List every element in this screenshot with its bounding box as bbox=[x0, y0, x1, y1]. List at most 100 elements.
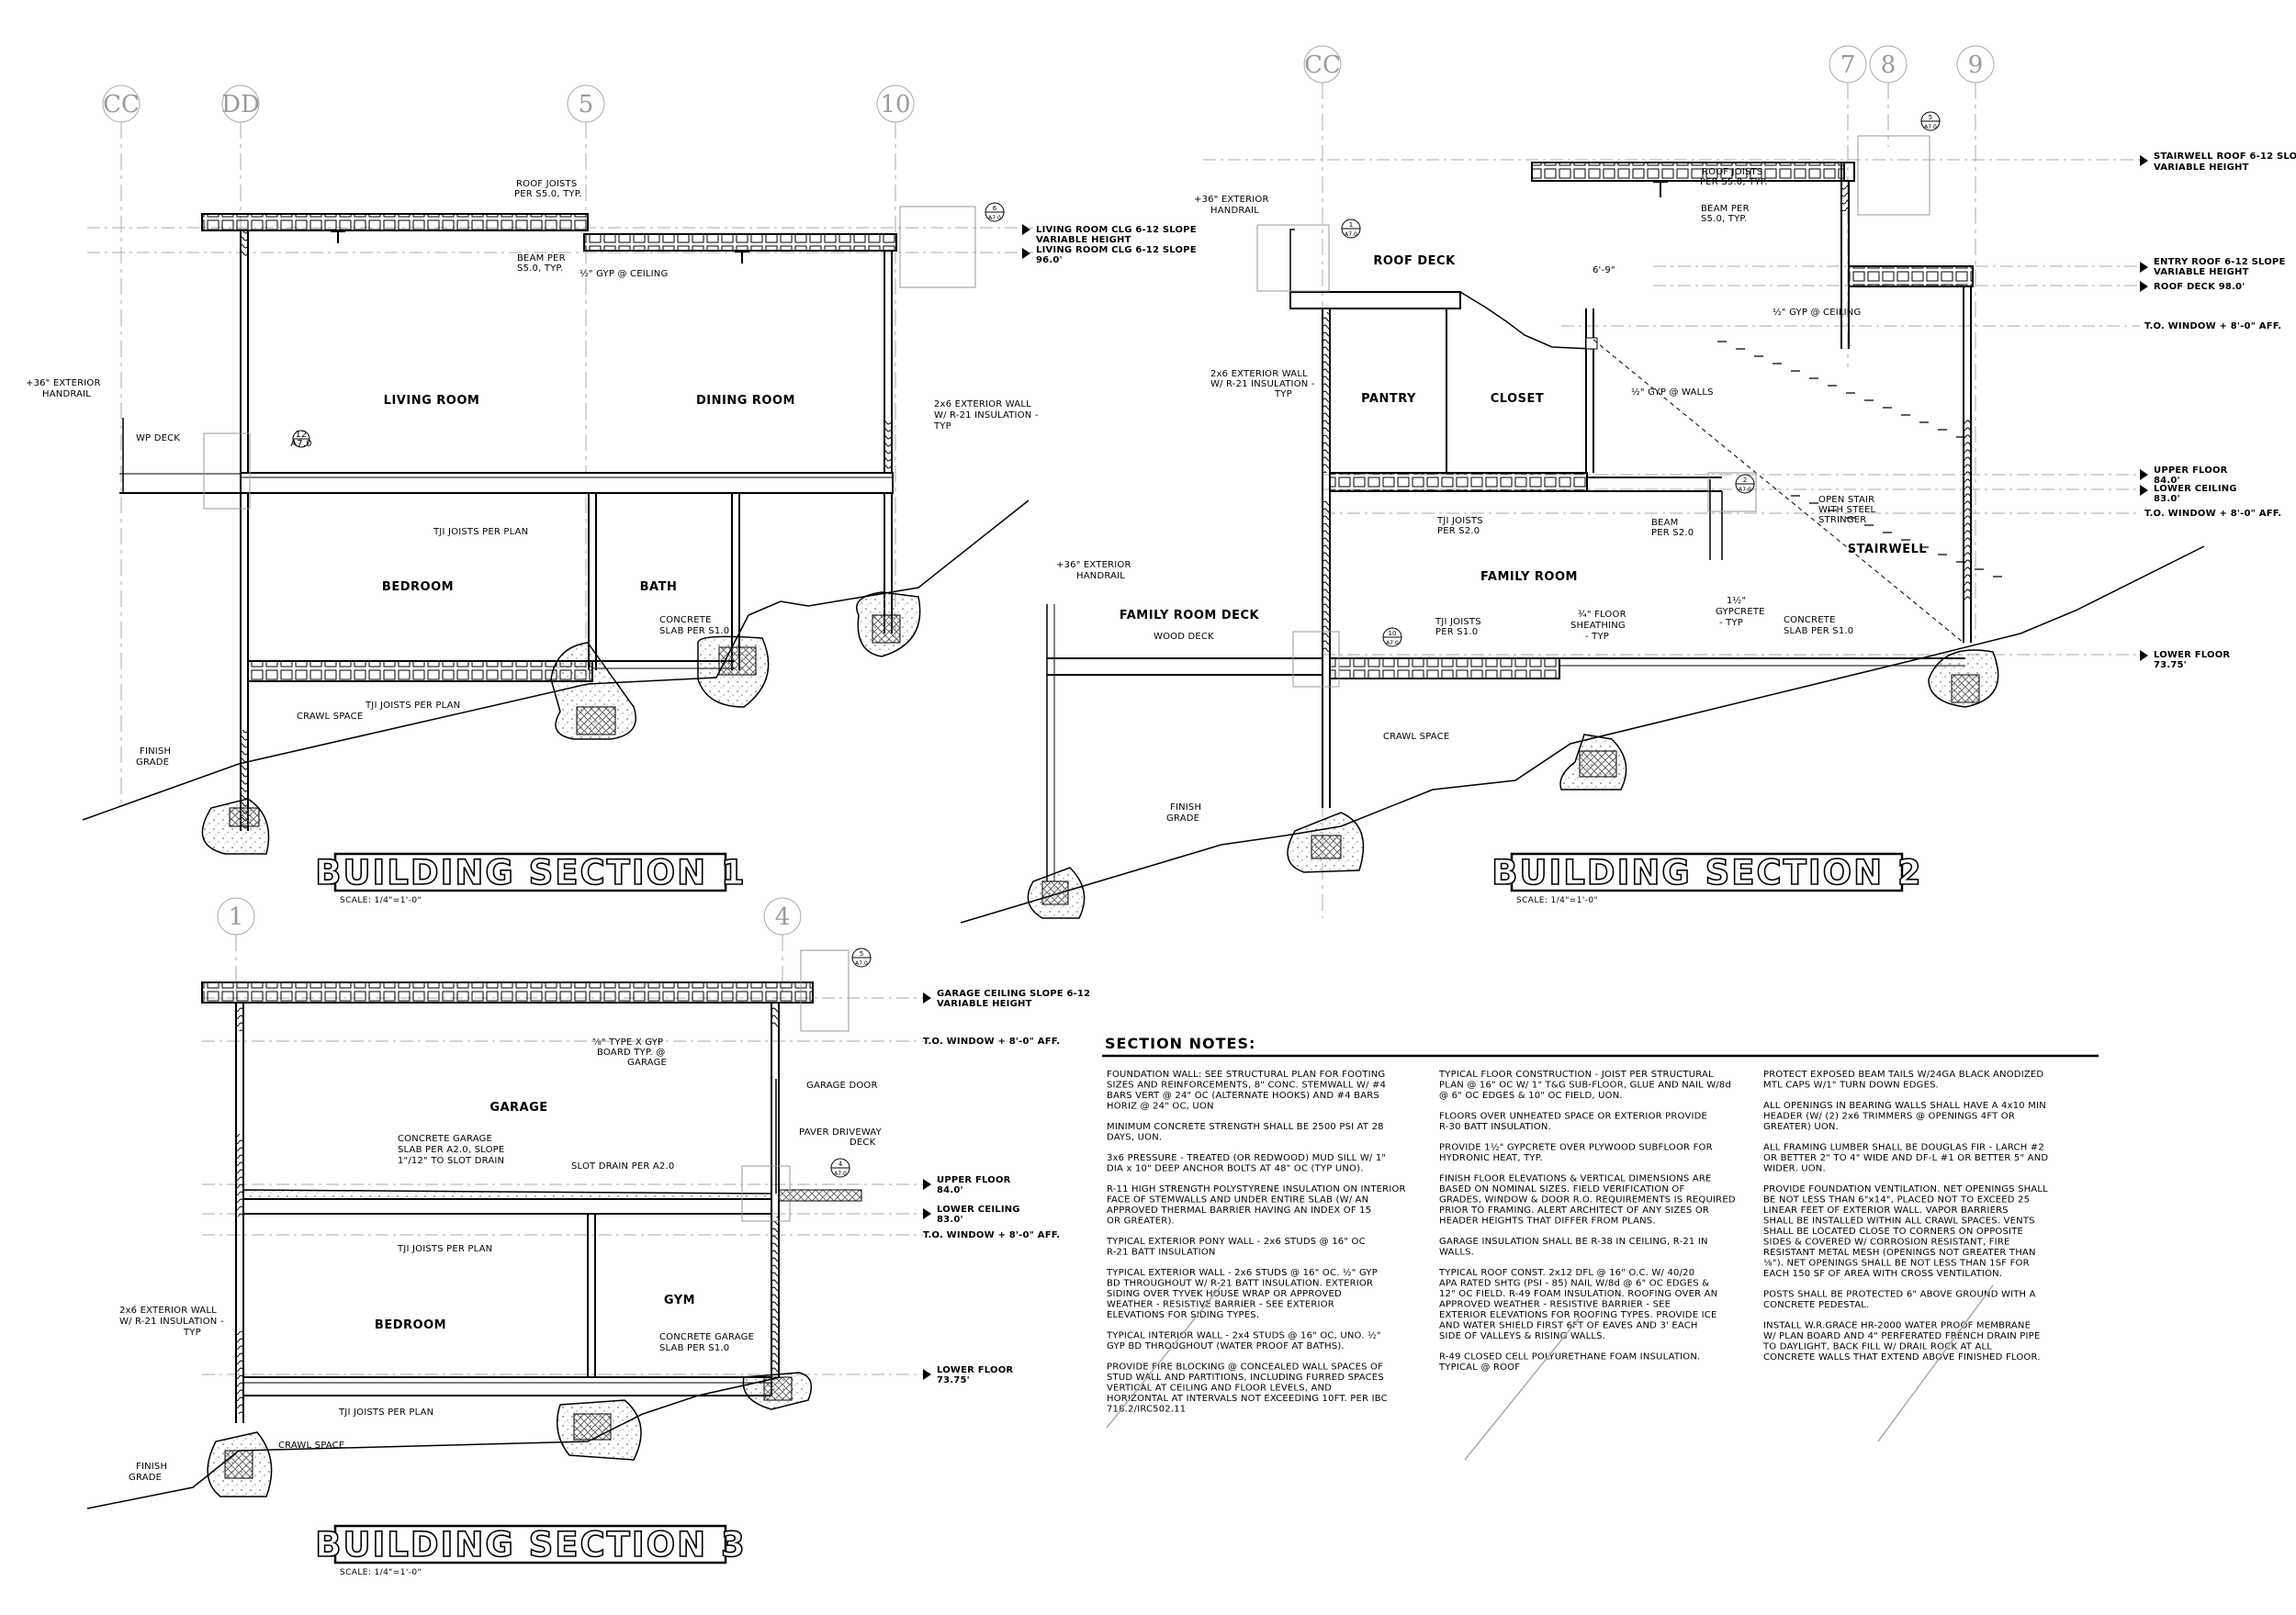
grid-bubble-4: 4 bbox=[775, 903, 791, 931]
note-ext-wall-2: W/ R-21 INSULATION - bbox=[119, 1317, 224, 1327]
elevation-markers-s3: GARAGE CEILING SLOPE 6-12 VARIABLE HEIGH… bbox=[923, 989, 1090, 1385]
detail-num: 5 bbox=[1929, 114, 1932, 121]
note-tji-lower: TJI JOISTS PER PLAN bbox=[365, 701, 460, 711]
note-line: APPROVED THERMAL BARRIER HAVING AN INDEX… bbox=[1107, 1206, 1371, 1216]
notes-column-1: FOUNDATION WALL: SEE STRUCTURAL PLAN FOR… bbox=[1106, 1070, 1406, 1415]
detail-callout-1: 1 A7.0 bbox=[1341, 219, 1361, 239]
grid-bubble-10: 10 bbox=[880, 91, 910, 118]
notes-column-2: TYPICAL FLOOR CONSTRUCTION - JOIST PER S… bbox=[1438, 1070, 1736, 1373]
note-crawl: CRAWL SPACE bbox=[278, 1441, 344, 1451]
title-box-s2 bbox=[1510, 852, 1904, 892]
note-line: EXTERIOR ELEVATIONS FOR ROOFING TYPES. P… bbox=[1439, 1310, 1716, 1320]
room-bedroom: BEDROOM bbox=[382, 580, 454, 594]
note-grade-2: GRADE bbox=[129, 1473, 162, 1483]
note-line: PROTECT EXPOSED BEAM TAILS W/24GA BLACK … bbox=[1763, 1070, 2043, 1080]
note-line: FACE OF STEMWALLS AND UNDER ENTIRE SLAB … bbox=[1107, 1195, 1368, 1206]
elev-label: LOWER FLOOR bbox=[937, 1365, 1013, 1375]
note-line: APPROVED WEATHER - RESISTIVE BARRIER - S… bbox=[1439, 1300, 1671, 1310]
title-box-s1 bbox=[333, 852, 727, 892]
note-ext-wall-2: W/ R-21 INSULATION - bbox=[1210, 379, 1315, 389]
note-tji: TJI JOISTS bbox=[1436, 516, 1483, 526]
note-grade-2: GRADE bbox=[1166, 813, 1199, 824]
elev-label: 84.0' bbox=[937, 1185, 963, 1195]
detail-sheet: A7.0 bbox=[834, 1171, 847, 1177]
note-line: OR GREATER). bbox=[1107, 1217, 1175, 1227]
note-crawl: CRAWL SPACE bbox=[1383, 732, 1449, 742]
detail-callout-5: 5 A7.0 bbox=[851, 948, 872, 968]
note-line: SHALL BE INSTALLED WITHIN ALL CRAWL SPAC… bbox=[1763, 1217, 2035, 1227]
note-beam-2: S5.0, TYP. bbox=[517, 264, 563, 274]
note-line: SHALL BE LOCATED CLOSE TO CORNERS ON OPP… bbox=[1763, 1227, 2023, 1237]
elev-label: T.O. WINDOW + 8'-0" AFF. bbox=[923, 1230, 1060, 1240]
note-line: TYPICAL ROOF CONST. 2x12 DFL @ 16" O.C. … bbox=[1438, 1268, 1694, 1278]
note-wood-deck: WOOD DECK bbox=[1154, 632, 1214, 642]
footings-s2 bbox=[1027, 649, 1999, 919]
note-handrail-b: +36" EXTERIOR bbox=[1056, 560, 1131, 570]
note-line: @ 6" OC EDGES & 10" OC FIELD, UON. bbox=[1439, 1091, 1623, 1101]
note-line: APA RATED SHTG (PSI - 85) NAIL W/8d @ 6"… bbox=[1439, 1279, 1709, 1289]
note-grade: FINISH bbox=[136, 1462, 167, 1472]
note-line: TYPICAL INTERIOR WALL - 2x4 STUDS @ 16" … bbox=[1106, 1330, 1381, 1341]
roof-joists-s1a bbox=[201, 213, 589, 231]
detail-sheet: A7.0 bbox=[1739, 487, 1751, 493]
note-line: GRADES, WINDOW & DOOR R.O. REQUIREMENTS … bbox=[1439, 1195, 1736, 1206]
detail-callout-5: 5 A7.0 bbox=[1920, 111, 1941, 131]
note-handrail-b-2: HANDRAIL bbox=[1076, 571, 1125, 581]
note-line: PROVIDE FIRE BLOCKING @ CONCEALED WALL S… bbox=[1107, 1363, 1383, 1373]
elev-label: T.O. WINDOW + 8'-0" AFF. bbox=[2144, 509, 2281, 519]
section-2: CC 7 8 9 bbox=[960, 45, 2296, 924]
note-handrail: +36" EXTERIOR bbox=[1194, 195, 1269, 205]
note-tji-upper: TJI JOISTS PER PLAN bbox=[433, 527, 528, 537]
lower-floor-s1 bbox=[247, 660, 593, 682]
note-line: MTL CAPS W/1" TURN DOWN EDGES. bbox=[1763, 1081, 1939, 1091]
elev-label: 84.0' bbox=[2154, 476, 2180, 486]
note-typex-2: BOARD TYP. @ bbox=[597, 1048, 666, 1058]
grid-bubble-7: 7 bbox=[1840, 51, 1856, 79]
note-ext-wall-3: TYP bbox=[1274, 389, 1292, 399]
note-line: AND WATER SHIELD FIRST 6FT OF EAVES AND … bbox=[1439, 1321, 1698, 1331]
note-slab: CONCRETE GARAGE bbox=[659, 1332, 754, 1342]
note-ext-wall-3: TYP bbox=[183, 1328, 201, 1338]
note-line: 12" OC FIELD. R-49 FOAM INSULATION. ROOF… bbox=[1439, 1289, 1717, 1299]
note-line: GREATER) UON. bbox=[1763, 1122, 1839, 1132]
elev-label: UPPER FLOOR bbox=[937, 1175, 1011, 1185]
note-beam-b-2: PER S2.0 bbox=[1651, 528, 1694, 538]
room-family-room-deck: FAMILY ROOM DECK bbox=[1120, 609, 1260, 622]
section-title-1: BUILDING SECTION 1 bbox=[315, 853, 746, 892]
note-line: PROVIDE 1½" GYPCRETE OVER PLYWOOD SUBFLO… bbox=[1439, 1142, 1713, 1153]
note-gyp-ceiling: ½" GYP @ CEILING bbox=[580, 268, 668, 279]
note-line: 718.2/IRC502.11 bbox=[1107, 1405, 1186, 1415]
note-tji-b: TJI JOISTS bbox=[1435, 617, 1481, 627]
detail-sheet: A7.0 bbox=[1924, 124, 1937, 130]
note-line: TO DAYLIGHT, BACK FILL W/ DRAIL ROCK AT … bbox=[1762, 1342, 1992, 1352]
note-ext-wall: 2x6 EXTERIOR WALL bbox=[119, 1306, 217, 1316]
elevation-markers-s2: STAIRWELL ROOF 6-12 SLOPE VARIABLE HEIGH… bbox=[2140, 151, 2296, 670]
detail-callout-10: 10 A7.0 bbox=[1382, 627, 1402, 647]
note-stair: OPEN STAIR bbox=[1818, 495, 1874, 505]
note-line: GARAGE INSULATION SHALL BE R-38 IN CEILI… bbox=[1439, 1237, 1708, 1247]
note-tji-upper: TJI JOISTS PER PLAN bbox=[397, 1244, 492, 1254]
note-line: BE NOT LESS THAN 6"x14", PLACED NOT TO E… bbox=[1763, 1195, 2030, 1206]
note-paver: PAVER DRIVEWAY bbox=[799, 1127, 883, 1138]
note-slab-2: SLAB PER S1.0 bbox=[659, 626, 729, 636]
note-line: ⅛"). NET OPENINGS SHALL BE NOT LESS THAN… bbox=[1763, 1259, 2030, 1269]
note-line: ALL OPENINGS IN BEARING WALLS SHALL HAVE… bbox=[1763, 1101, 2046, 1111]
elev-label: VARIABLE HEIGHT bbox=[2154, 267, 2249, 277]
note-line: EACH 150 SF OF AREA WITH CROSS VENTILATI… bbox=[1763, 1269, 2002, 1279]
note-handrail-2: HANDRAIL bbox=[1210, 206, 1259, 216]
note-line: FOUNDATION WALL: SEE STRUCTURAL PLAN FOR… bbox=[1107, 1070, 1385, 1080]
elev-label: VARIABLE HEIGHT bbox=[2154, 163, 2249, 173]
note-beam-2: S5.0, TYP. bbox=[1701, 214, 1747, 224]
note-sheathing-3: - TYP bbox=[1585, 632, 1609, 642]
note-ext-wall-2: W/ R-21 INSULATION - bbox=[934, 410, 1039, 421]
elev-label: 83.0' bbox=[2154, 494, 2180, 504]
detail-num: 10 bbox=[1389, 630, 1397, 637]
detail-sheet: A7.0 bbox=[988, 215, 1001, 221]
elev-label: LOWER FLOOR bbox=[2154, 650, 2230, 660]
note-roof-joists: ROOF JOISTS bbox=[1702, 167, 1762, 177]
scale-s1: SCALE: 1/4"=1'-0" bbox=[340, 896, 422, 905]
elev-label: LIVING ROOM CLG 6-12 SLOPE bbox=[1036, 225, 1197, 235]
note-line: PRIOR TO FRAMING. ALERT ARCHITECT OF ANY… bbox=[1439, 1206, 1709, 1216]
note-garage-slab-2: SLAB PER A2.0, SLOPE bbox=[398, 1145, 504, 1155]
